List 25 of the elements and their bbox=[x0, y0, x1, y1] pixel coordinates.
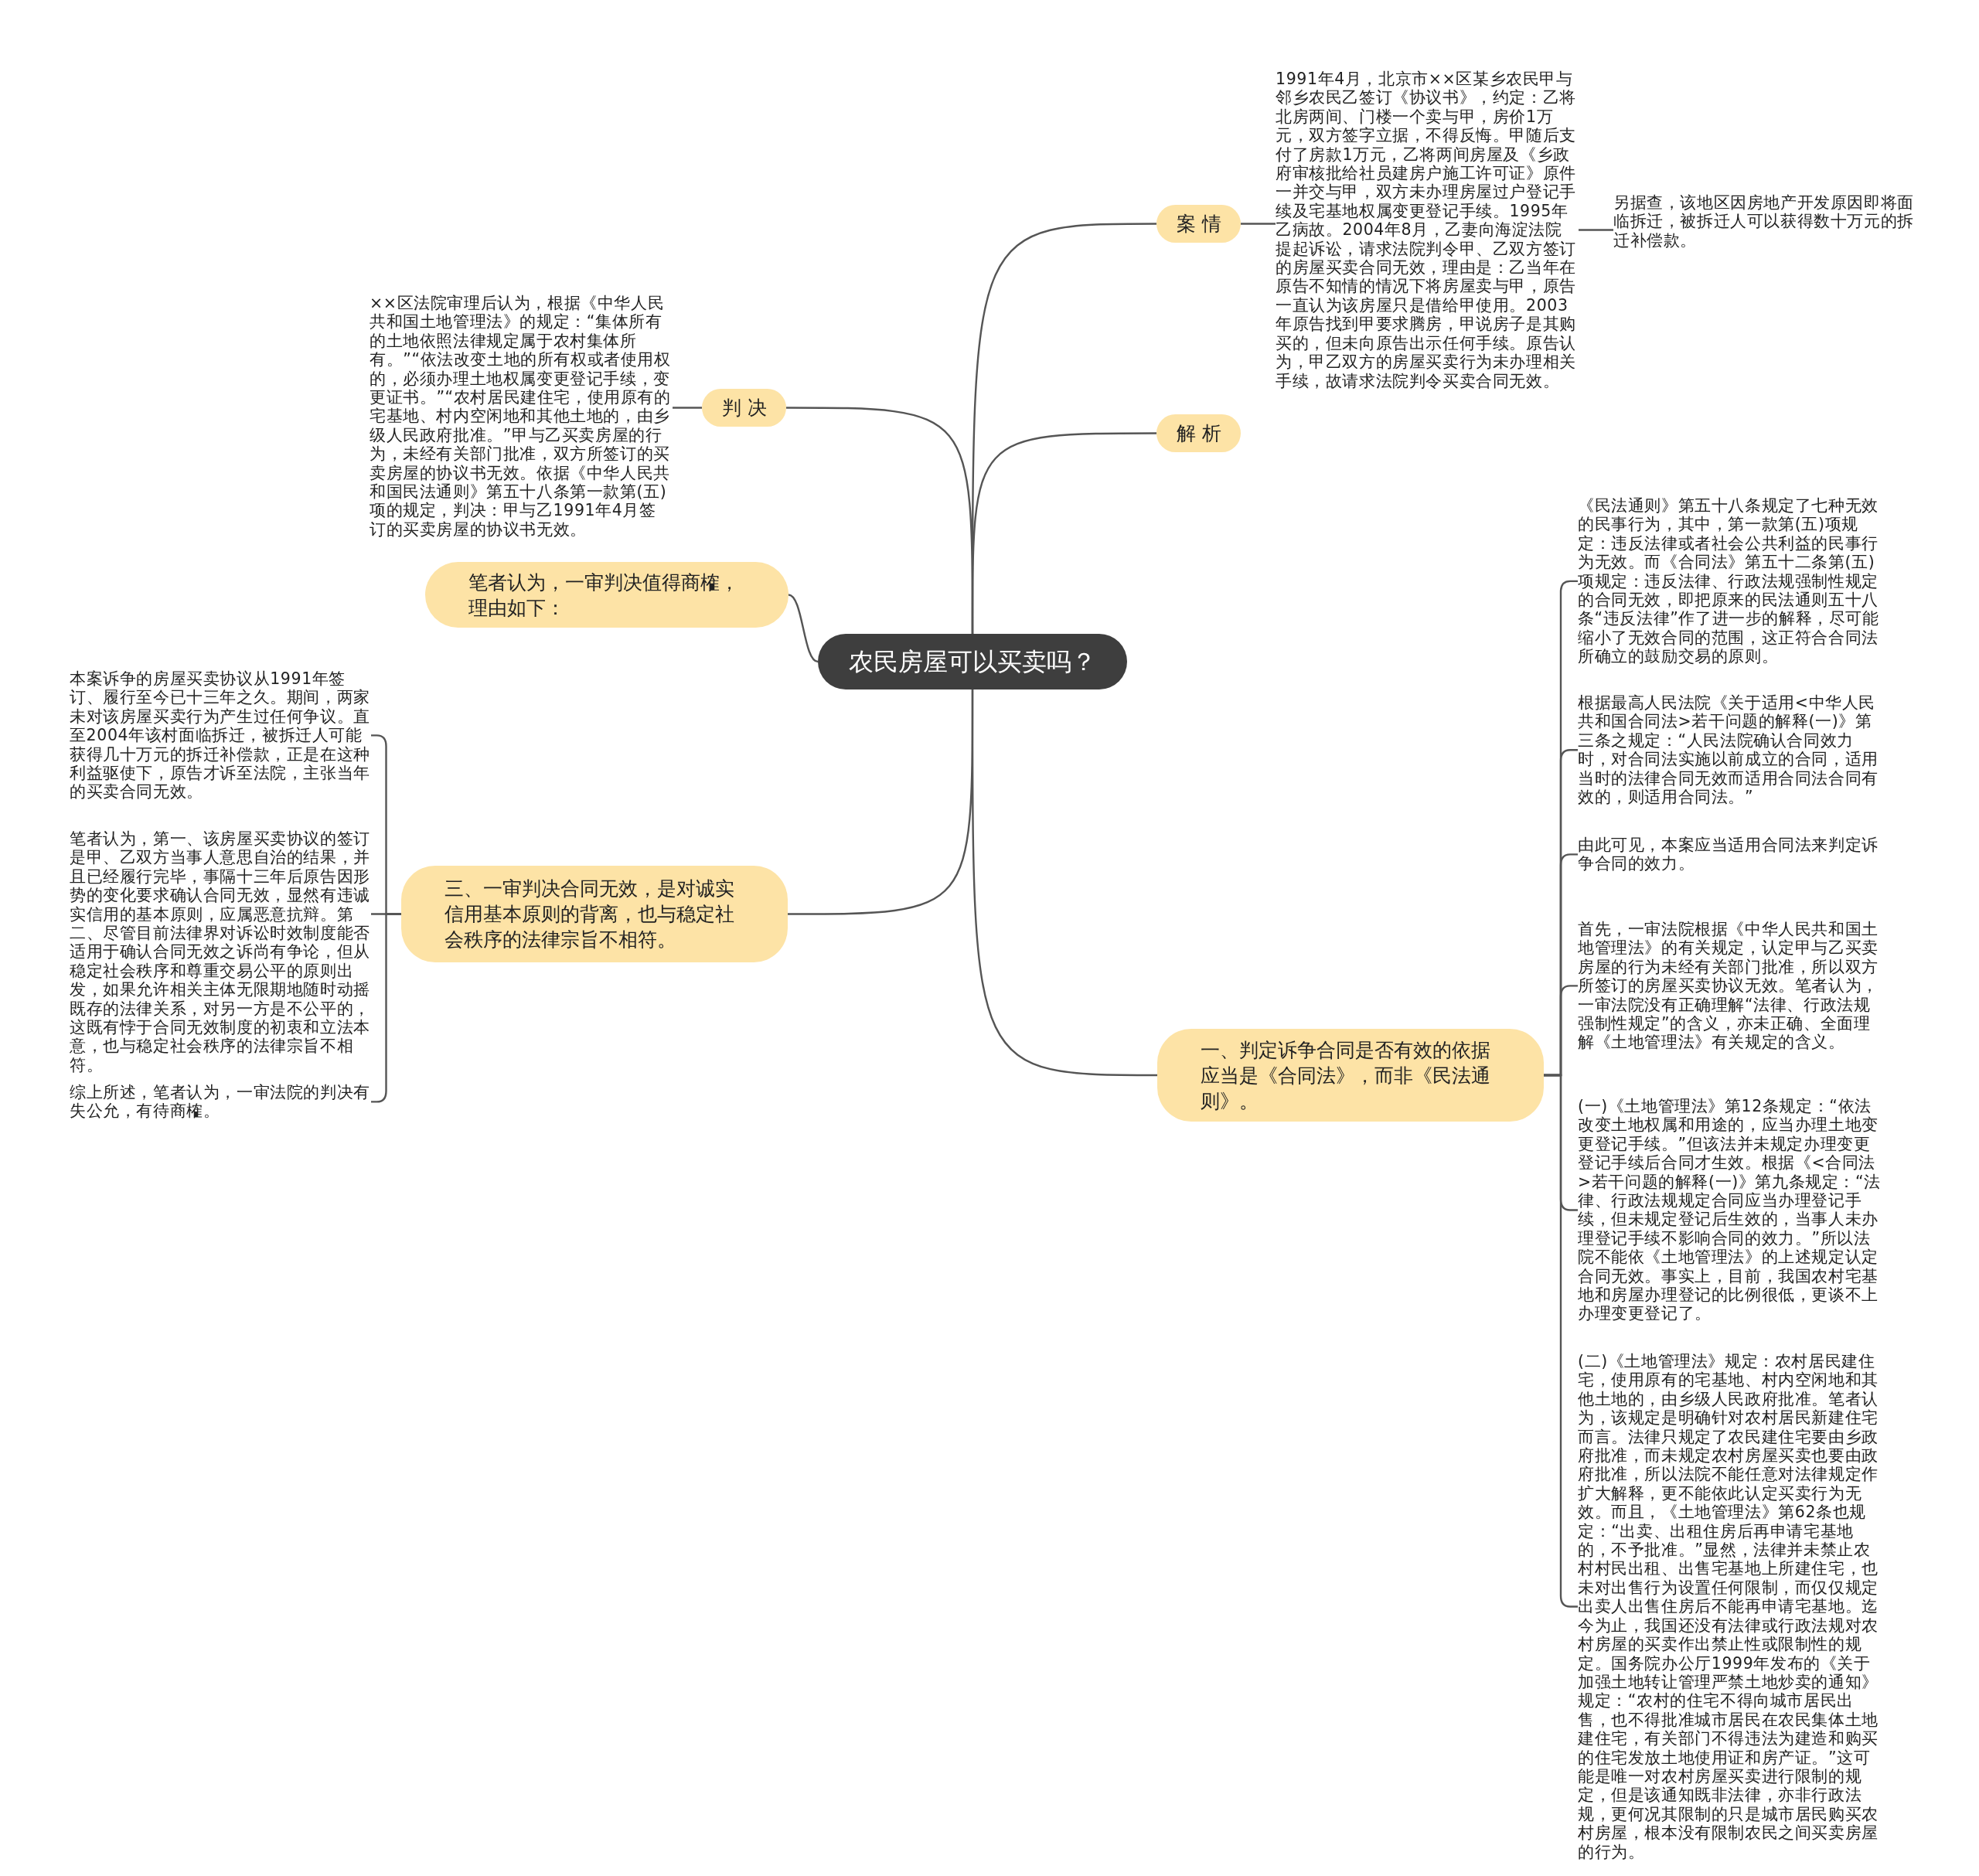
topic-bubble: 判决 bbox=[702, 389, 786, 427]
note-text: 综上所述，笔者认为，一审法院的判决有失公允，有待商榷。 bbox=[70, 1083, 371, 1121]
connector-line bbox=[1579, 229, 1613, 231]
connector-line bbox=[971, 689, 1157, 1077]
note-text: 笔者认为，第一、该房屋买卖协议的签订是甲、乙双方当事人意思自治的结果，并且已经履行完毕，事隔十三年后原告因形势的变化要求确认合同无效，显然有违诚实信用的基本原则，应属恶意抗辩。第二、尽管目前法律界对诉讼时效制度能否适用于确认合同无效之诉尚有争论，但从稳定社会秩序和尊重交易公平的原则出发，如果允许相关主体无限期地随时动摇既存的法律关系，对另一方是不公平的，这既有悖于合同无效制度的初衷和立法本意，也与稳定社会秩序的法律宗旨不相符。 bbox=[70, 829, 371, 1075]
topic-bubble: 三、一审判决合同无效，是对诚实信用基本原则的背离，也与稳定社会秩序的法律宗旨不相符。 bbox=[401, 866, 788, 962]
connector-line bbox=[786, 407, 974, 634]
topic-bubble: 案情 bbox=[1156, 205, 1241, 243]
note-text: 根据最高人民法院《关于适用<中华人民共和国合同法>若干问题的解释(一)》第三条之规定：“人民法院确认合同效力时，对合同法实施以前成立的合同，适用当时的法律合同无效而适用合同法合同有效的，则适用合同法。” bbox=[1578, 693, 1881, 807]
central-topic: 农民房屋可以买卖吗？ bbox=[818, 634, 1127, 689]
note-text: (二)《土地管理法》规定：农村居民建住宅，使用原有的宅基地、村内空闲地和其他土地的，由乡级人民政府批准。笔者认为，该规定是明确针对农村居民新建住宅而言。法律只规定了农民建住宅要由乡政府批准，而未规定农村房屋买卖也要由政府批准，所以法院不能任意对法律规定作扩大解释，更不能依此认定买卖行为无效。而且，《土地管理法》第62条也规定：“出卖、出租住房后再申请宅基地的，不予批准。”显然，法律并未禁止农村村民出租、出售宅基地上所建住宅，也未对出售行为设置任何限制，而仅仅规定出卖人出售住房后不能再申请宅基地。迄今为止，我国还没有法律或行政法规对农村房屋的买卖作出禁止性或限制性的规定。国务院办公厅1999年发布的《关于加强土地转让管理严禁土地炒卖的通知》规定：“农村的住宅不得向城市居民出售，也不得批准城市居民在农民集体土地建住宅，有关部门不得违法为建造和购买的住宅发放土地使用证和房产证。”这可能是唯一对农村房屋买卖进行限制的规定，但是该通知既非法律，亦非行政法规，更何况其限制的只是城市居民购买农村房屋，根本没有限制农民之间买卖房屋的行为。 bbox=[1578, 1352, 1881, 1861]
note-text: ××区法院审理后认为，根据《中华人民共和国土地管理法》的规定：“集体所有的土地依照法律规定属于农村集体所有。”“依法改变土地的所有权或者使用权的，必须办理土地权属变更登记手续，变更证书。”“农村居民建住宅，使用原有的宅基地、村内空闲地和其他土地的，由乡级人民政府批准。”甲与乙买卖房屋的行为，未经有关部门批准，双方所签订的买卖房屋的协议书无效。依据《中华人民共和国民法通则》第五十八条第一款第(五)项的规定，判决：甲与乙1991年4月签订的买卖房屋的协议书无效。 bbox=[370, 294, 673, 540]
connector-line bbox=[1241, 223, 1276, 225]
connector-line bbox=[788, 594, 819, 663]
note-text: 由此可见，本案应当适用合同法来判定诉争合同的效力。 bbox=[1578, 836, 1881, 873]
note-text: 另据查，该地区因房地产开发原因即将面临拆迁，被拆迁人可以获得数十万元的拆迁补偿款。 bbox=[1613, 193, 1915, 250]
note-text: (一)《土地管理法》第12条规定：“依法改变土地权属和用途的，应当办理土地变更登记手续。”但该法并未规定办理变更登记手续后合同才生效。根据《<合同法>若干问题的解释(一)》第九条规定：“法律、行政法规规定合同应当办理登记手续，但未规定登记后生效的，当事人未办理登记手续不影响合同的效力。”所以法院不能依《土地管理法》的上述规定认定合同无效。事实上，目前，我国农村宅基地和房屋办理登记的比例很低，更谈不上办理变更登记了。 bbox=[1578, 1097, 1881, 1323]
note-text: 1991年4月，北京市××区某乡农民甲与邻乡农民乙签订《协议书》，约定：乙将北房两间、门楼一个卖与甲，房价1万元，双方签字立据，不得反悔。甲随后支付了房款1万元，乙将两间房屋及《乡政府审核批给社员建房户施工许可证》原件一并交与甲，双方未办理房屋过户登记手续及宅基地权属变更登记手续。1995年乙病故。2004年8月，乙妻向海淀法院提起诉讼，请求法院判令甲、乙双方签订的房屋买卖合同无效，理由是：乙当年在原告不知情的情况下将房屋卖与甲，原告一直认为该房屋只是借给甲使用。2003年原告找到甲要求腾房，甲说房子是其购买的，但未向原告出示任何手续。原告认为，甲乙双方的房屋买卖行为未办理相关手续，故请求法院判令买卖合同无效。 bbox=[1276, 70, 1579, 390]
note-text: 本案诉争的房屋买卖协议从1991年签订、履行至今已十三年之久。期间，两家未对该房屋买卖行为产生过任何争议。直至2004年该村面临拆迁，被拆迁人可能获得几十万元的拆迁补偿款，正是在这种利益驱使下，原告才诉至法院，主张当年的买卖合同无效。 bbox=[70, 669, 371, 802]
note-text: 首先，一审法院根据《中华人民共和国土地管理法》的有关规定，认定甲与乙买卖房屋的行为未经有关部门批准，所以双方所签订的房屋买卖协议无效。笔者认为，一审法院没有正确理解“法律、行政法规强制性规定”的含义，亦未正确、全面理解《土地管理法》有关规定的含义。 bbox=[1578, 920, 1881, 1052]
connector-line bbox=[673, 407, 702, 409]
topic-bubble: 笔者认为，一审判决值得商榷，理由如下： bbox=[425, 562, 789, 628]
topic-bubble: 一、判定诉争合同是否有效的依据应当是《合同法》，而非《民法通则》。 bbox=[1157, 1029, 1544, 1122]
topic-bubble: 解析 bbox=[1156, 414, 1241, 452]
note-text: 《民法通则》第五十八条规定了七种无效的民事行为，其中，第一款第(五)项规定：违反法律或者社会公共利益的民事行为无效。而《合同法》第五十二条第(五)项规定：违反法律、行政法规强制性规定的合同无效，即把原来的民法通则五十八条“违反法律”作了进一步的解释，尽可能缩小了无效合同的范围，这正符合合同法所确立的鼓励交易的原则。 bbox=[1578, 496, 1881, 666]
